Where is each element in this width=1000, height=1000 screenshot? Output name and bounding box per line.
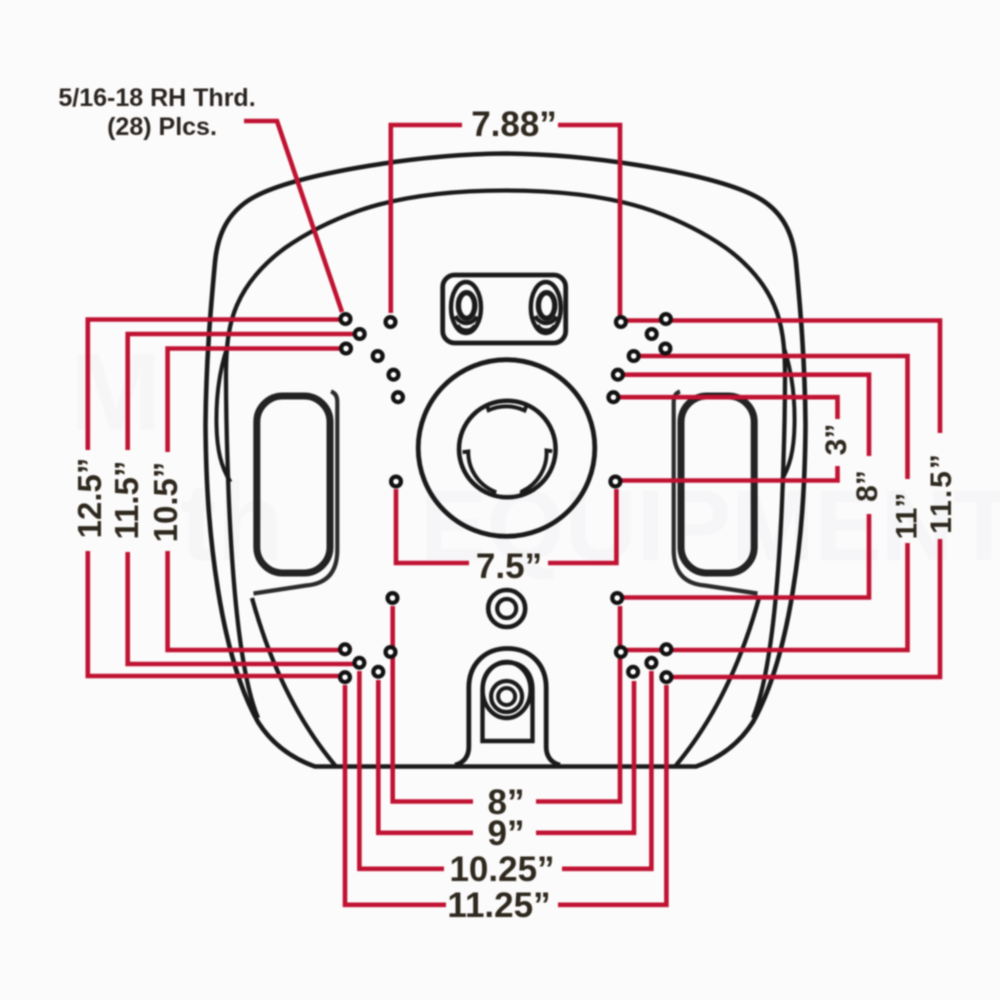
svg-text:3”: 3” xyxy=(820,424,853,456)
svg-text:(28) Plcs.: (28) Plcs. xyxy=(107,113,217,141)
svg-text:11.25”: 11.25” xyxy=(447,886,550,925)
svg-text:7.88”: 7.88” xyxy=(471,105,557,144)
svg-text:12.5”: 12.5” xyxy=(71,458,108,539)
svg-text:9”: 9” xyxy=(488,814,525,853)
svg-text:10.25”: 10.25” xyxy=(449,850,554,889)
svg-text:EQUIPMENT: EQUIPMENT xyxy=(420,470,1000,582)
svg-text:11.5”: 11.5” xyxy=(925,452,958,534)
svg-text:8”: 8” xyxy=(851,470,884,502)
svg-text:8”: 8” xyxy=(488,783,525,822)
svg-text:M: M xyxy=(70,331,162,454)
svg-text:11.5”: 11.5” xyxy=(108,461,145,540)
svg-text:11”: 11” xyxy=(891,493,924,540)
svg-text:5/16-18 RH Thrd.: 5/16-18 RH Thrd. xyxy=(58,84,255,112)
svg-text:7.5”: 7.5” xyxy=(476,547,542,586)
svg-text:10.5”: 10.5” xyxy=(147,462,184,543)
